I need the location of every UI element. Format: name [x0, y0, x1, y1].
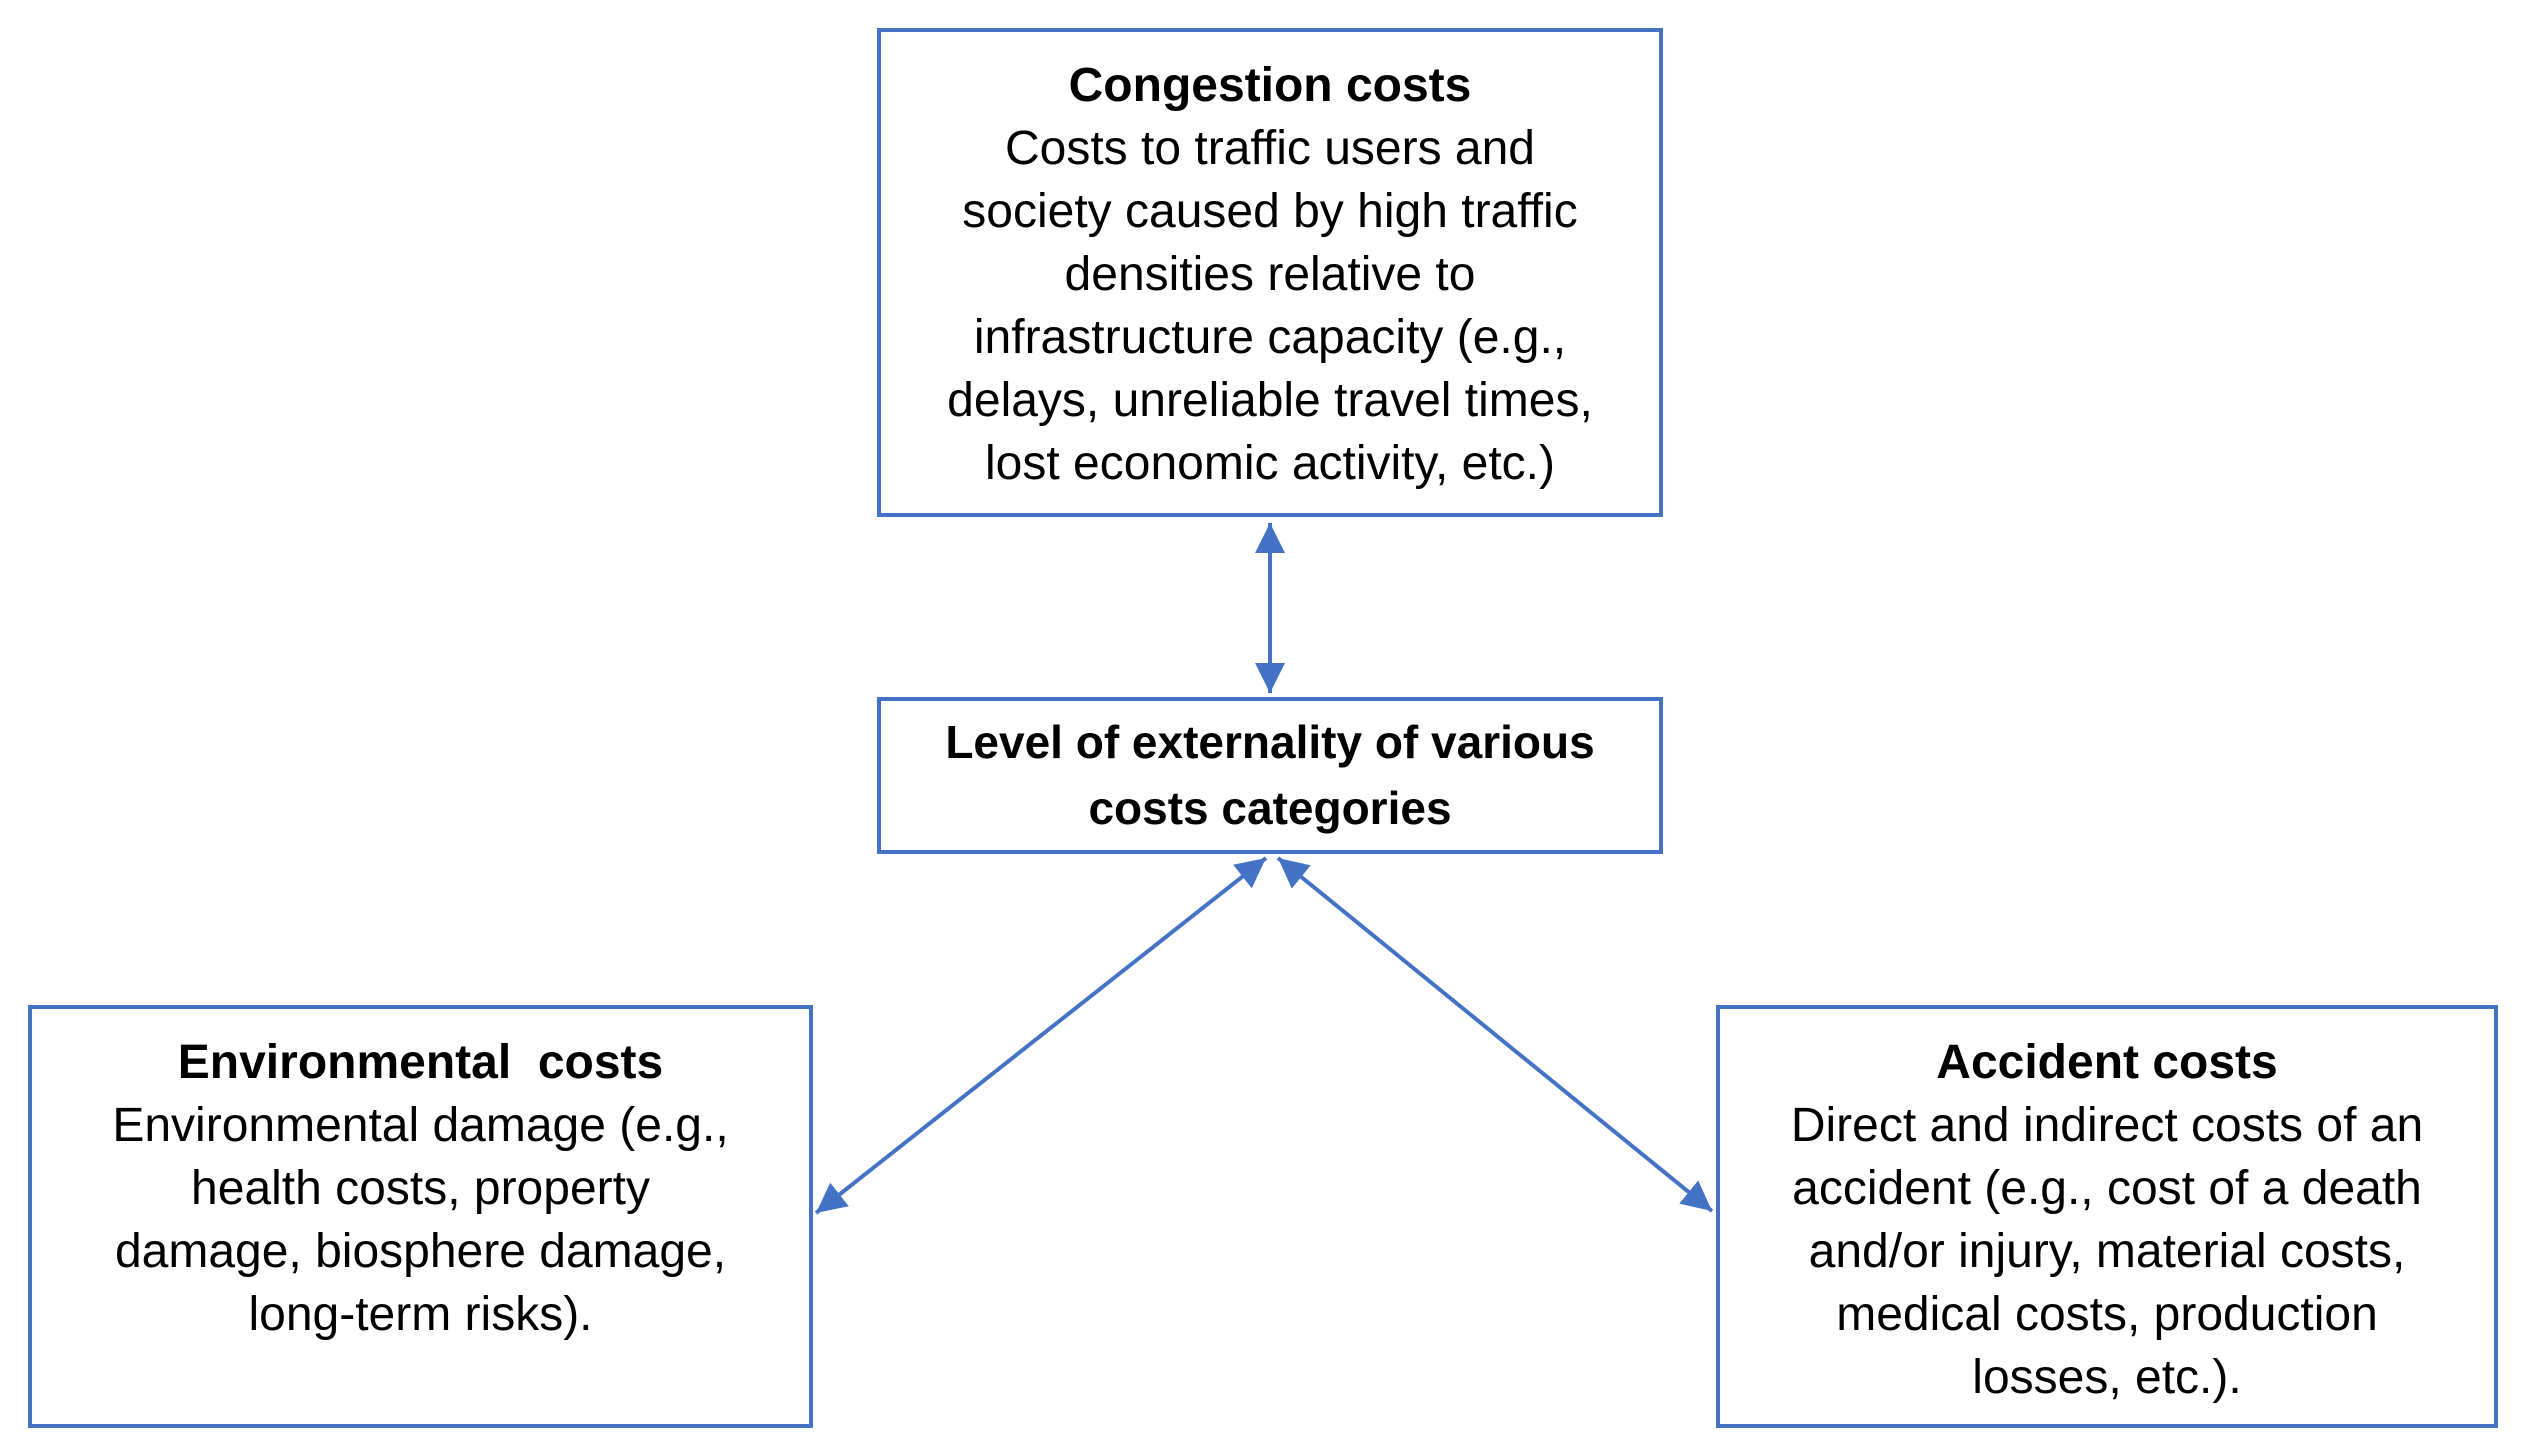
externality-level-box: Level of externality of various costs ca…: [877, 697, 1663, 854]
environmental-costs-title: Environmental costs: [177, 1036, 664, 1089]
congestion-costs-title: Congestion costs: [1068, 59, 1472, 112]
accident-costs-box: Accident costs Direct and indirect costs…: [1716, 1005, 2498, 1428]
environmental-costs-description: Environmental damage (e.g., health costs…: [112, 1099, 729, 1341]
externality-level-title: Level of externality of various costs ca…: [945, 716, 1595, 834]
congestion-costs-box: Congestion costs Costs to traffic users …: [877, 28, 1663, 517]
environmental-costs-box: Environmental costs Environmental damage…: [28, 1005, 813, 1428]
accident-costs-title: Accident costs: [1936, 1036, 2278, 1089]
arrow-externality-environmental: [814, 856, 1268, 1215]
arrow-externality-accident: [1276, 856, 1714, 1213]
accident-costs-description: Direct and indirect costs of an accident…: [1790, 1099, 2424, 1404]
congestion-costs-description: Costs to traffic users and society cause…: [947, 122, 1593, 490]
